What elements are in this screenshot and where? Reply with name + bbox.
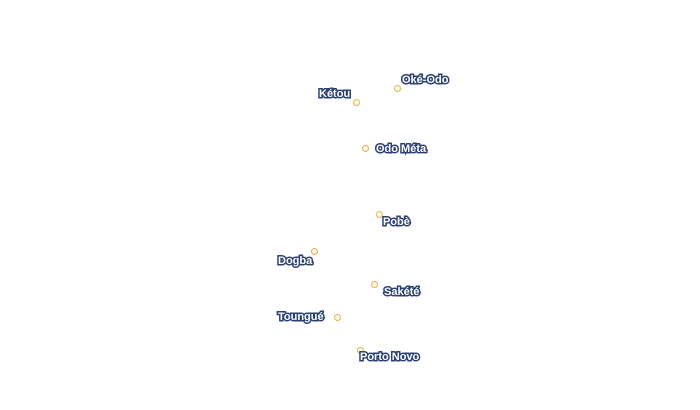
place-marker-icon[interactable] (333, 313, 341, 321)
place-marker-icon[interactable] (393, 84, 401, 92)
place-marker-icon[interactable] (361, 144, 369, 152)
place-marker-icon[interactable] (310, 247, 318, 255)
place-label: Odo Méta (374, 142, 427, 157)
place-label: Pobè (382, 215, 412, 230)
place-marker-icon[interactable] (352, 98, 360, 106)
place-label: Oké-Odo (400, 73, 449, 88)
place-marker-icon[interactable] (375, 210, 383, 218)
place-marker-icon[interactable] (356, 346, 364, 354)
place-label: Toungué (277, 310, 326, 325)
place-label: Porto Novo (358, 350, 420, 365)
place-label: Kétou (317, 87, 351, 102)
place-label: Sakété (382, 285, 421, 300)
place-marker-icon[interactable] (370, 280, 378, 288)
place-label: Dogba (276, 254, 313, 269)
